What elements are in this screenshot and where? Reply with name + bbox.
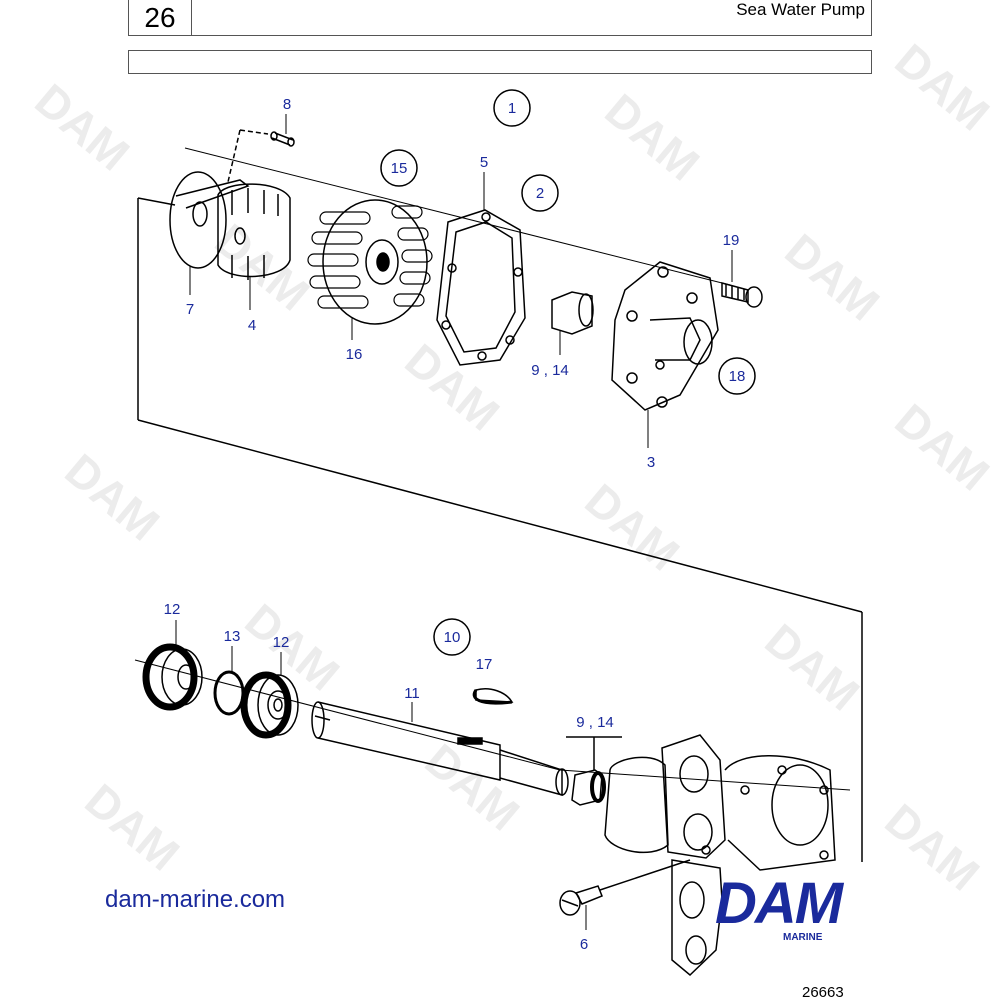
part-label-6: 6 bbox=[580, 936, 588, 953]
part-label-9-14-bottom: 9 , 14 bbox=[576, 714, 614, 731]
callout-circle bbox=[433, 618, 471, 656]
part-label-17: 17 bbox=[476, 656, 493, 673]
part-label-16: 16 bbox=[346, 346, 363, 363]
page-title: Sea Water Pump bbox=[736, 0, 865, 19]
part-16-impeller bbox=[307, 199, 433, 325]
part-9-14-bushing-top bbox=[551, 291, 594, 335]
part-7-plate bbox=[169, 171, 250, 269]
part-3-cover bbox=[611, 261, 719, 411]
part-12-seal-a bbox=[142, 643, 203, 711]
callout-circle bbox=[493, 89, 531, 127]
frame-line bbox=[137, 419, 863, 613]
axis-line bbox=[184, 147, 731, 286]
part-label-12b: 12 bbox=[273, 634, 290, 651]
axis-line bbox=[559, 769, 851, 791]
callout-circle bbox=[521, 174, 559, 212]
part-label-11: 11 bbox=[404, 685, 420, 702]
part-19-screw bbox=[721, 282, 763, 308]
leader-lines bbox=[175, 114, 733, 930]
part-label-12a: 12 bbox=[164, 601, 181, 618]
part-label-19: 19 bbox=[723, 232, 740, 249]
part-9-14-bushing-bottom bbox=[566, 736, 622, 806]
part-13-oring bbox=[213, 670, 245, 716]
part-8-pin bbox=[227, 129, 295, 183]
diagram-number: 26663 bbox=[802, 984, 844, 1000]
frame-line bbox=[137, 197, 176, 206]
part-label-7: 7 bbox=[186, 301, 194, 318]
part-17-key bbox=[475, 688, 514, 703]
website-link[interactable]: dam-marine.com bbox=[105, 886, 286, 913]
part-label-3: 3 bbox=[647, 454, 655, 471]
part-4-insert bbox=[217, 183, 291, 280]
part-label-13: 13 bbox=[224, 628, 241, 645]
brand-subtitle: MARINE bbox=[783, 932, 823, 943]
callout-10: 10 bbox=[444, 629, 461, 646]
brand-logo: DAM bbox=[715, 871, 843, 936]
callout-circle bbox=[718, 357, 756, 395]
page-number: 26 bbox=[128, 0, 192, 36]
callout-circle bbox=[380, 149, 418, 187]
part-5-gasket bbox=[436, 209, 526, 366]
part-label-9-14-top: 9 , 14 bbox=[531, 362, 569, 379]
part-17-key-shade bbox=[472, 689, 513, 705]
callout-2: 2 bbox=[536, 185, 544, 202]
pump-body bbox=[604, 734, 836, 977]
callout-1: 1 bbox=[508, 100, 516, 117]
callout-18: 18 bbox=[729, 368, 746, 385]
part-12-bearing-b bbox=[240, 671, 299, 739]
subheader-bar bbox=[128, 50, 872, 74]
part-6-screw bbox=[559, 859, 691, 916]
title-cell: Sea Water Pump bbox=[192, 0, 872, 36]
part-11-shaft bbox=[311, 701, 569, 796]
axis-line bbox=[134, 659, 561, 771]
part-label-4: 4 bbox=[248, 317, 256, 334]
part-label-8: 8 bbox=[283, 96, 291, 113]
callout-15: 15 bbox=[391, 160, 408, 177]
part-label-5: 5 bbox=[480, 154, 488, 171]
